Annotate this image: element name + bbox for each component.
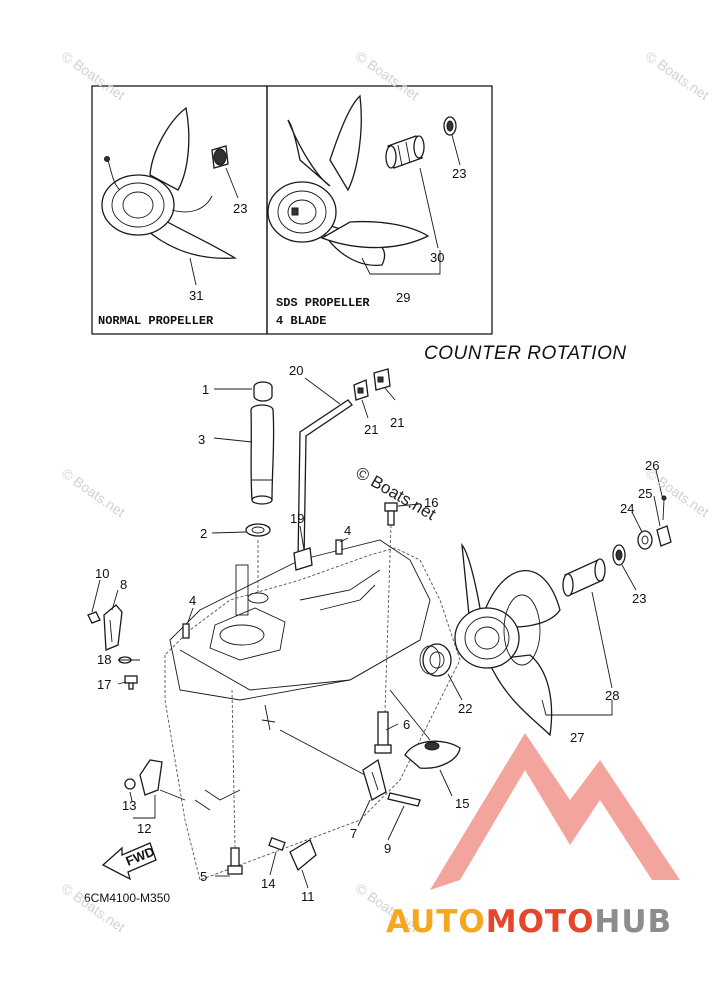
part-17-plug xyxy=(124,675,138,690)
automotohub-brand: AUTOMOTOHUB xyxy=(386,904,672,940)
callout-numbers: 31 23 23 30 29 1 3 2 20 21 21 16 19 4 4 … xyxy=(95,166,659,904)
callout-4: 4 xyxy=(189,593,196,608)
part-28-propeller xyxy=(454,542,561,737)
part-28-spline-bushing-main xyxy=(562,558,606,597)
callout-13: 13 xyxy=(122,798,136,813)
callout-26: 26 xyxy=(645,458,659,473)
callout-30: 30 xyxy=(430,250,444,265)
callout-11: 11 xyxy=(301,889,315,904)
callout-27: 27 xyxy=(570,730,584,745)
part-25-nut xyxy=(656,525,672,547)
callout-5: 5 xyxy=(200,869,207,884)
part-15-trim-tab xyxy=(404,740,461,769)
callout-14: 14 xyxy=(261,876,275,891)
callout-7: 7 xyxy=(350,826,357,841)
callout-15: 15 xyxy=(455,796,469,811)
part-3-water-tube xyxy=(250,404,275,505)
leader-16-dashed xyxy=(384,524,392,713)
callout-10: 10 xyxy=(95,566,109,581)
leader-30 xyxy=(419,167,439,249)
brand-hub: HUB xyxy=(594,904,673,940)
part-23-spline-washer-sds xyxy=(443,116,461,166)
leader-29 xyxy=(361,250,441,275)
callout-24: 24 xyxy=(620,501,634,516)
callout-31: 31 xyxy=(189,288,203,303)
part-10-nut xyxy=(87,611,101,624)
callout-20: 20 xyxy=(289,363,303,378)
callout-22: 22 xyxy=(458,701,472,716)
part-14-bolt xyxy=(268,837,286,851)
callout-12: 12 xyxy=(137,821,151,836)
part-5-bolt xyxy=(227,847,243,875)
part-4-pin-right xyxy=(335,539,343,555)
part-21-clips xyxy=(353,368,391,401)
callout-3: 3 xyxy=(198,432,205,447)
fwd-arrow-icon: FWD xyxy=(101,842,157,881)
diagram-code: 6CM4100-M350 xyxy=(84,891,171,905)
part-30-spline-bushing-sds xyxy=(385,135,425,169)
part-8-bracket xyxy=(103,604,123,651)
lower-case-housing xyxy=(164,539,461,881)
callout-19: 19 xyxy=(290,511,304,526)
normal-propeller-label: NORMAL PROPELLER xyxy=(98,314,214,328)
part-7-anode xyxy=(362,758,387,801)
rotation-label: COUNTER ROTATION xyxy=(424,343,627,364)
automotohub-logo-icon xyxy=(430,733,680,890)
callout-9: 9 xyxy=(384,841,391,856)
callout-4: 4 xyxy=(344,523,351,538)
leader-5-dashed xyxy=(231,689,236,849)
callout-16: 16 xyxy=(424,495,438,510)
part-4-pin-left xyxy=(182,623,190,639)
leader-15-housing xyxy=(389,689,431,741)
callout-2: 2 xyxy=(200,526,207,541)
normal-propeller-drawing xyxy=(101,106,238,259)
callout-23: 23 xyxy=(233,201,247,216)
part-2-seal xyxy=(245,523,271,537)
sds-blade-label: 4 BLADE xyxy=(276,314,327,328)
part-16-bolt xyxy=(384,502,398,526)
part-11-cover xyxy=(289,839,317,872)
leader-31 xyxy=(189,257,197,286)
callout-17: 17 xyxy=(97,677,111,692)
leader-12-housing xyxy=(159,789,186,801)
part-22-thrust-washer xyxy=(419,643,452,677)
callout-23: 23 xyxy=(632,591,646,606)
part-12-cover xyxy=(139,759,163,796)
part-6-bolt xyxy=(374,711,392,754)
part-1-grommet xyxy=(253,381,273,402)
callout-leaders xyxy=(91,377,664,889)
part-19-grommet xyxy=(293,547,313,571)
callout-18: 18 xyxy=(97,652,111,667)
callout-6: 6 xyxy=(403,717,410,732)
callout-29: 29 xyxy=(396,290,410,305)
leader-7-housing xyxy=(279,729,366,776)
callout-1: 1 xyxy=(202,382,209,397)
part-23-spline-washer-normal xyxy=(211,145,239,199)
brand-moto: MOTO xyxy=(485,904,595,940)
callout-28: 28 xyxy=(605,688,619,703)
callout-8: 8 xyxy=(120,577,127,592)
brand-auto: AUTO xyxy=(386,904,486,940)
propeller-options-frame xyxy=(91,85,493,335)
callout-21: 21 xyxy=(364,422,378,437)
sds-propeller-label: SDS PROPELLER xyxy=(276,296,370,310)
part-23-spline-washer-main xyxy=(612,544,626,566)
callout-25: 25 xyxy=(638,486,652,501)
sds-propeller-drawing xyxy=(267,94,430,266)
callout-23: 23 xyxy=(452,166,466,181)
part-24-washer xyxy=(637,530,653,550)
part-9-bolt xyxy=(387,792,421,807)
callout-21: 21 xyxy=(390,415,404,430)
part-13-nut xyxy=(124,778,136,790)
